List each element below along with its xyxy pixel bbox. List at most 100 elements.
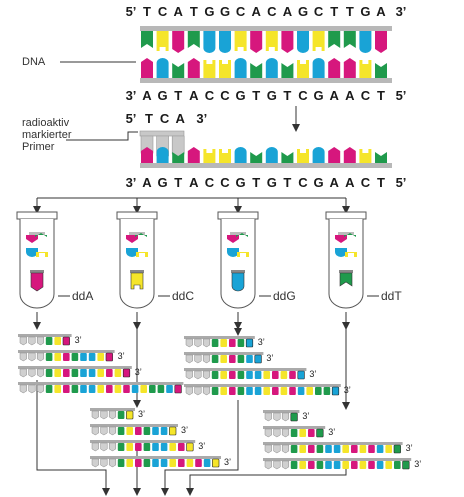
fragment-base-T: [237, 339, 245, 347]
fragment-primer-base: [194, 386, 202, 396]
fragment-base-T: [143, 459, 151, 467]
template-base-G-1: [156, 147, 169, 163]
fragment-base-C: [54, 385, 61, 393]
fragment-primer-base: [28, 336, 36, 346]
fragment-base-C: [169, 443, 176, 451]
bottom-base-letter-11: G: [314, 88, 324, 103]
top-base-letter-13: T: [346, 4, 354, 19]
fragment-base-T: [211, 339, 219, 347]
fragment-base-C: [126, 410, 134, 420]
primer-label-line: [66, 131, 138, 141]
fragment-base-G: [152, 443, 159, 451]
bottom-base-letter-14: C: [361, 88, 371, 103]
top-base-T-12: [328, 31, 341, 48]
fragment-base-G: [254, 371, 262, 379]
template-base-A-3: [187, 147, 200, 163]
fragment-3prime-label: 3’: [198, 441, 205, 451]
fragment-primer-base: [108, 410, 117, 420]
fragment-base-T: [290, 429, 298, 437]
fragment-base-C: [385, 461, 392, 469]
fragment-backbone: [184, 384, 341, 387]
tube-mini-T: [35, 233, 47, 237]
top-base-letter-3: T: [190, 4, 198, 19]
fragment-base-G: [160, 443, 168, 451]
template-base-letter-10: C: [298, 175, 308, 190]
tube-dd-base-G: [231, 272, 245, 292]
top-base-letter-11: C: [314, 4, 324, 19]
fragment-base-G: [325, 461, 332, 469]
fragment-base-G: [245, 338, 254, 348]
fragment-base-G: [152, 459, 159, 467]
fragment-primer-base: [202, 354, 211, 364]
fragment-base-G: [254, 354, 262, 364]
top-base-G-4: [203, 31, 216, 53]
tube-mini-T: [344, 233, 356, 237]
bottom-base-A-12: [328, 58, 341, 78]
bottom-base-letter-2: T: [174, 88, 182, 103]
fragment-groups: 3’3’3’3’3’3’3’3’3’3’3’3’3’3’3’3’: [18, 334, 421, 470]
fragment-ddT-13: 3’: [263, 442, 413, 454]
template-base-C-4: [203, 149, 216, 163]
top-base-A-9: [281, 31, 294, 53]
fragment-base-T: [71, 385, 79, 393]
bottom-base-G-1: [156, 58, 169, 78]
top-base-letter-14: G: [360, 4, 370, 19]
fragment-base-C: [97, 385, 104, 393]
fragment-base-T: [45, 337, 53, 345]
template-base-T-15: [375, 152, 387, 163]
bottom-base-A-0: [141, 58, 153, 78]
template-base-letter-0: A: [142, 175, 152, 190]
fragment-base-C: [220, 339, 227, 347]
fragment-base-A: [106, 369, 113, 377]
tube-dd-stem: [231, 270, 245, 273]
fragment-ddT-4: 3’: [263, 426, 335, 438]
fragment-primer-base: [19, 384, 27, 394]
fragment-base-C: [306, 387, 313, 395]
fragment-base-A: [105, 352, 113, 362]
template-base-letter-3: A: [189, 175, 199, 190]
fragment-base-A: [308, 445, 315, 453]
fragment-backbone: [18, 334, 72, 337]
fragment-base-C: [342, 445, 349, 453]
fragment-primer-base: [281, 460, 290, 470]
top-strand-3prime-label: 3’: [396, 4, 407, 19]
fragment-base-C: [186, 459, 194, 467]
fragment-base-A: [135, 459, 142, 467]
fragment-base-C: [280, 387, 288, 395]
fragment-base-A: [195, 459, 202, 467]
tube-label-ddG: ddG: [273, 289, 296, 303]
fragment-base-T: [211, 355, 219, 363]
template-base-letter-4: C: [205, 175, 215, 190]
dna-label: DNA: [22, 56, 46, 68]
tube-mini-C: [136, 252, 148, 257]
fragment-base-A: [122, 368, 131, 378]
top-base-T-13: [343, 31, 356, 48]
top-backbone: [140, 26, 392, 31]
primer-backbone: [139, 130, 185, 137]
fragment-primer-base: [194, 338, 202, 348]
fragment-base-A: [272, 387, 279, 395]
bottom-base-A-13: [343, 58, 356, 78]
top-base-A-7: [250, 31, 263, 53]
fragment-base-G: [376, 461, 384, 469]
fragment-primer-base: [264, 412, 272, 422]
fragment-base-G: [333, 461, 341, 469]
fragment-base-T: [315, 387, 322, 395]
fragment-primer-base: [185, 386, 193, 396]
fragment-primer-base: [264, 428, 272, 438]
fragment-ddA-8: 3’: [18, 350, 125, 362]
fragment-base-A: [308, 461, 315, 469]
bottom-base-letter-8: G: [267, 88, 277, 103]
fragment-base-C: [54, 369, 61, 377]
bottom-backbone: [140, 78, 392, 83]
top-base-letter-1: C: [158, 4, 168, 19]
tube-body: [220, 219, 256, 309]
tube-mini-strand: [338, 232, 354, 235]
fragment-base-C: [126, 427, 133, 435]
top-base-letter-12: T: [330, 4, 338, 19]
template-base-A-0: [141, 147, 153, 163]
bottom-base-letter-15: T: [377, 88, 385, 103]
fragment-base-T: [71, 353, 79, 361]
fragment-base-T: [237, 355, 245, 363]
